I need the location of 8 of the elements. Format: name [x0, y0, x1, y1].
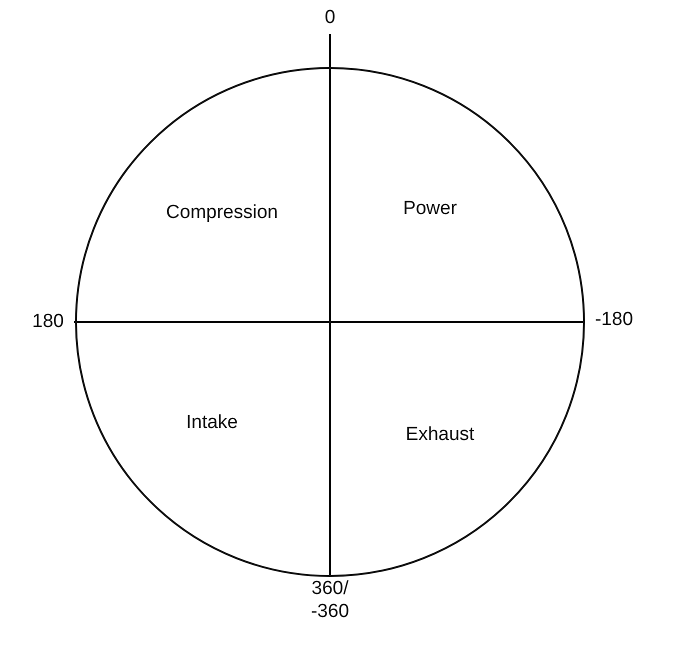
angle-label: 180	[32, 311, 64, 333]
stroke-label: Exhaust	[406, 424, 474, 446]
stroke-label: Compression	[166, 202, 278, 224]
angle-label: 0	[324, 7, 336, 29]
angle-label: 360/ -360	[310, 577, 350, 623]
stroke-label: Intake	[186, 412, 238, 434]
angle-label: -180	[594, 309, 634, 331]
stroke-label: Power	[403, 198, 457, 220]
